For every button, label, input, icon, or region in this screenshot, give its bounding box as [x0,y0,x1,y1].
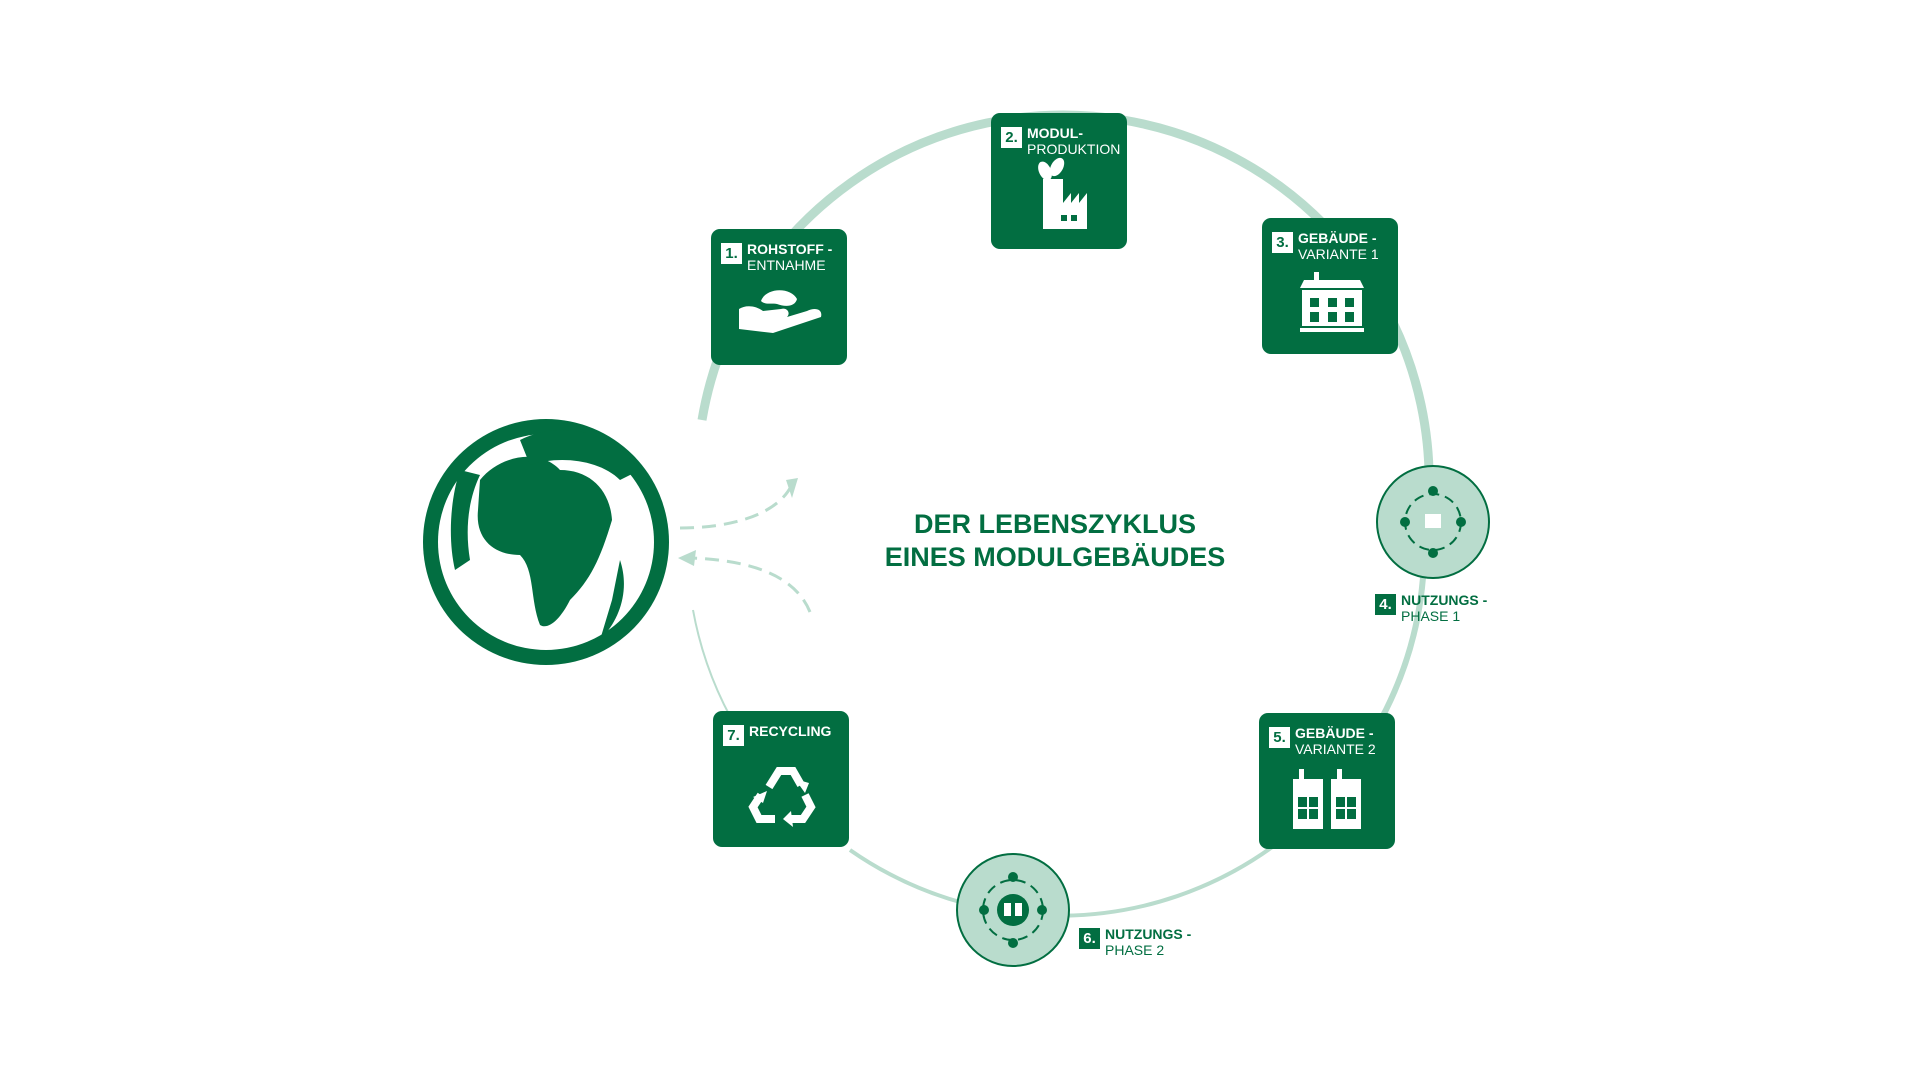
step-number: 2. [1001,127,1022,148]
step-1-card: 1. ROHSTOFF -ENTNAHME [711,229,847,365]
step-label-2: PHASE 2 [1105,942,1165,958]
recycle-icon [748,767,816,827]
globe-icon [423,419,669,665]
step-label-2: PRODUKTION [1027,141,1121,157]
step-2-card: 2. MODUL-PRODUKTION [991,113,1127,249]
step-label-1: NUTZUNGS - [1105,926,1192,942]
step-6-circle [956,853,1070,967]
step-label-2: VARIANTE 1 [1298,246,1379,262]
step-number: 6. [1079,928,1100,949]
step-4-label: 4. NUTZUNGS -PHASE 1 [1375,592,1487,624]
title-line-1: DER LEBENSZYKLUS [913,509,1197,539]
step-number: 1. [721,243,742,264]
step-5-card: 5. GEBÄUDE -VARIANTE 2 [1259,713,1395,849]
step-label-2: PHASE 1 [1401,608,1461,624]
step-label-1: ROHSTOFF - [747,241,833,257]
step-number: 7. [723,725,744,746]
step-label-1: NUTZUNGS - [1401,592,1488,608]
two-buildings-icon [1293,769,1361,829]
step-label-2: VARIANTE 2 [1295,741,1376,757]
diagram-title: DER LEBENSZYKLUS EINES MODULGEBÄUDES [855,508,1255,574]
step-7-card: 7. RECYCLING [713,711,849,847]
step-3-card: 3. GEBÄUDE -VARIANTE 1 [1262,218,1398,354]
arrow-in [689,556,812,613]
step-number: 3. [1272,232,1293,253]
arrow-out-head [786,478,798,498]
building-icon [1300,272,1364,332]
hand-with-material-icon [739,290,822,333]
step-number: 5. [1269,727,1290,748]
step-label-1: RECYCLING [749,723,832,739]
step-label-1: GEBÄUDE - [1295,725,1374,741]
arrow-in-head [678,550,696,566]
step-label-1: GEBÄUDE - [1298,230,1377,246]
step-6-label: 6. NUTZUNGS -PHASE 2 [1079,926,1191,958]
step-label-1: MODUL- [1027,125,1083,141]
step-4-circle [1376,465,1490,579]
arrow-out [679,481,795,530]
title-line-2: EINES MODULGEBÄUDES [884,542,1226,572]
factory-with-leaves-icon [1038,157,1087,229]
step-number: 4. [1375,594,1396,615]
step-label-2: ENTNAHME [747,257,826,273]
